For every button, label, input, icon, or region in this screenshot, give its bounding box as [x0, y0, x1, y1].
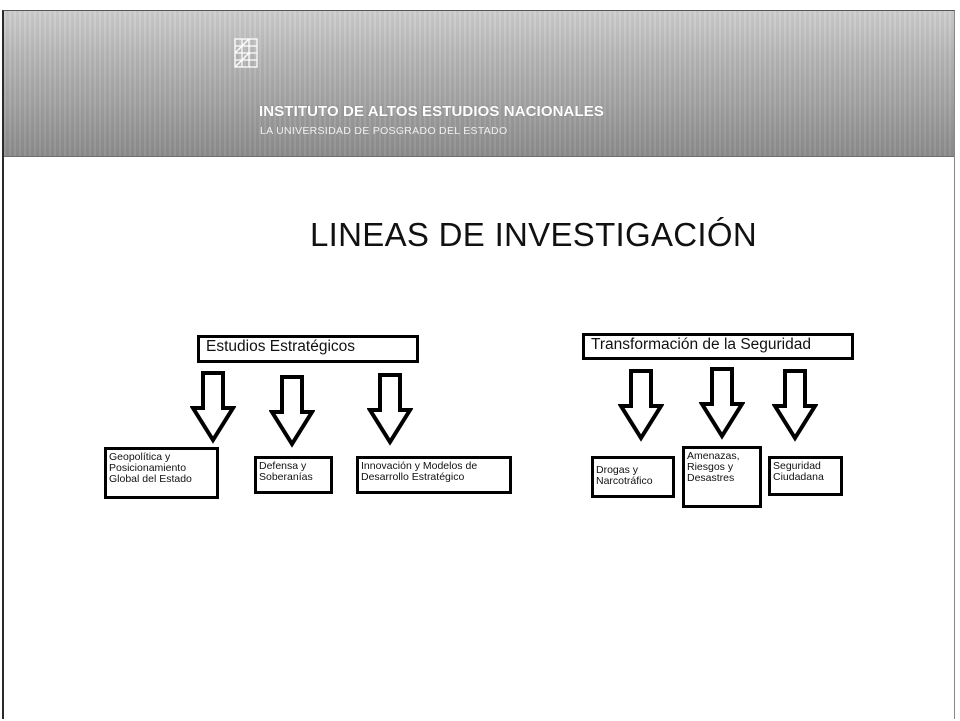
research-line-innovacion: Innovación y Modelos de Desarrollo Estra… [356, 456, 512, 494]
down-arrow-icon [772, 369, 818, 442]
group-heading-seguridad: Transformación de la Seguridad [582, 333, 854, 360]
group-heading-estudios: Estudios Estratégicos [197, 335, 419, 363]
research-line-drogas: Drogas y Narcotráfico [591, 456, 675, 498]
down-arrow-icon [618, 369, 664, 442]
down-arrow-icon [269, 375, 315, 448]
institution-name: INSTITUTO DE ALTOS ESTUDIOS NACIONALES [259, 103, 604, 120]
header-banner: INSTITUTO DE ALTOS ESTUDIOS NACIONALES L… [4, 11, 954, 157]
slide: INSTITUTO DE ALTOS ESTUDIOS NACIONALES L… [2, 10, 955, 719]
down-arrow-icon [367, 373, 413, 446]
research-line-defensa: Defensa y Soberanías [254, 456, 333, 494]
research-line-amenazas: Amenazas, Riesgos y Desastres [682, 446, 762, 508]
page-title: LINEAS DE INVESTIGACIÓN [310, 216, 758, 253]
down-arrow-icon [190, 371, 236, 444]
institution-tagline: LA UNIVERSIDAD DE POSGRADO DEL ESTADO [260, 125, 508, 137]
down-arrow-icon [699, 367, 745, 440]
research-line-seguridad-ciudadana: Seguridad Ciudadana [768, 456, 843, 496]
grid-logo-icon [234, 38, 258, 68]
research-line-geopolitica: Geopolítica y Posicionamiento Global del… [104, 447, 219, 499]
